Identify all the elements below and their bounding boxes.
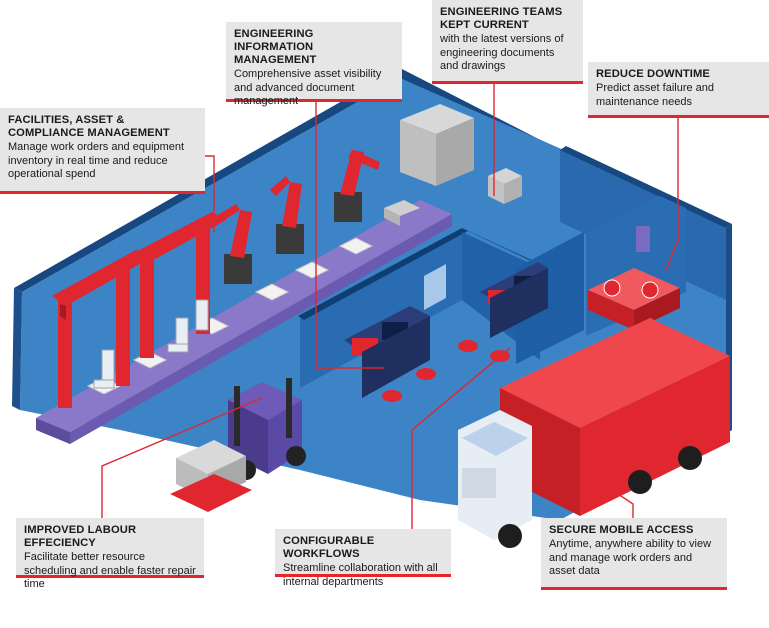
callout-engineering-information: ENGINEERING INFORMATION MANAGEMENT Compr…	[226, 22, 402, 107]
callout-title: IMPROVED LABOUR EFFECIENCY	[24, 524, 137, 549]
white-robot-arms	[93, 299, 209, 389]
callout-text: Manage work orders and equipment invento…	[8, 141, 185, 180]
conveyor-side	[36, 418, 70, 444]
callout-title: ENGINEERING TEAMS KEPT CURRENT	[440, 6, 563, 31]
callout-configurable-workflows: CONFIGURABLE WORKFLOWS Streamline collab…	[275, 529, 451, 588]
callout-facilities-asset-compliance: FACILITIES, ASSET & COMPLIANCE MANAGEMEN…	[0, 108, 205, 194]
callout-title: CONFIGURABLE WORKFLOWS	[283, 535, 375, 560]
office-wall-top	[298, 228, 468, 320]
callout-reduce-downtime: REDUCE DOWNTIME Predict asset failure an…	[588, 62, 769, 118]
callout-engineering-teams: ENGINEERING TEAMS KEPT CURRENT with the …	[432, 0, 583, 84]
callout-text: Predict asset failure and maintenance ne…	[596, 82, 715, 108]
office-back-wall	[300, 232, 462, 388]
callout-title: ENGINEERING INFORMATION MANAGEMENT	[234, 28, 317, 66]
conveyor-front	[70, 214, 452, 444]
pallet-stack-top	[384, 104, 522, 226]
callout-title: SECURE MOBILE ACCESS	[549, 524, 694, 536]
office-window	[424, 264, 446, 310]
callout-connectors	[101, 84, 679, 529]
callout-labour-efficiency: IMPROVED LABOUR EFFECIENCY Facilitate be…	[16, 518, 204, 590]
delivery-truck	[458, 318, 730, 548]
conveyor-top	[36, 200, 452, 432]
callout-text: Comprehensive asset visibility and advan…	[234, 68, 382, 107]
callout-text: Anytime, anywhere ability to view and ma…	[549, 538, 712, 577]
callout-text: with the latest versions of engineering …	[440, 33, 564, 72]
office-side-wall-top	[462, 228, 546, 268]
callout-text: Streamline collaboration with all intern…	[283, 562, 438, 588]
gantry-frames	[52, 212, 226, 408]
forklift	[170, 378, 306, 512]
callout-title: FACILITIES, ASSET & COMPLIANCE MANAGEMEN…	[8, 114, 170, 139]
red-robot-arms	[206, 150, 380, 284]
callout-secure-mobile-access: SECURE MOBILE ACCESS Anytime, anywhere a…	[541, 518, 727, 590]
hvac-unit	[588, 226, 680, 330]
conveyor-belt	[36, 200, 452, 444]
callout-text: Facilitate better resource scheduling an…	[24, 551, 196, 590]
callout-title: REDUCE DOWNTIME	[596, 68, 710, 80]
control-consoles	[344, 262, 548, 398]
left-wall	[12, 288, 22, 410]
right-wall-top	[560, 146, 732, 228]
